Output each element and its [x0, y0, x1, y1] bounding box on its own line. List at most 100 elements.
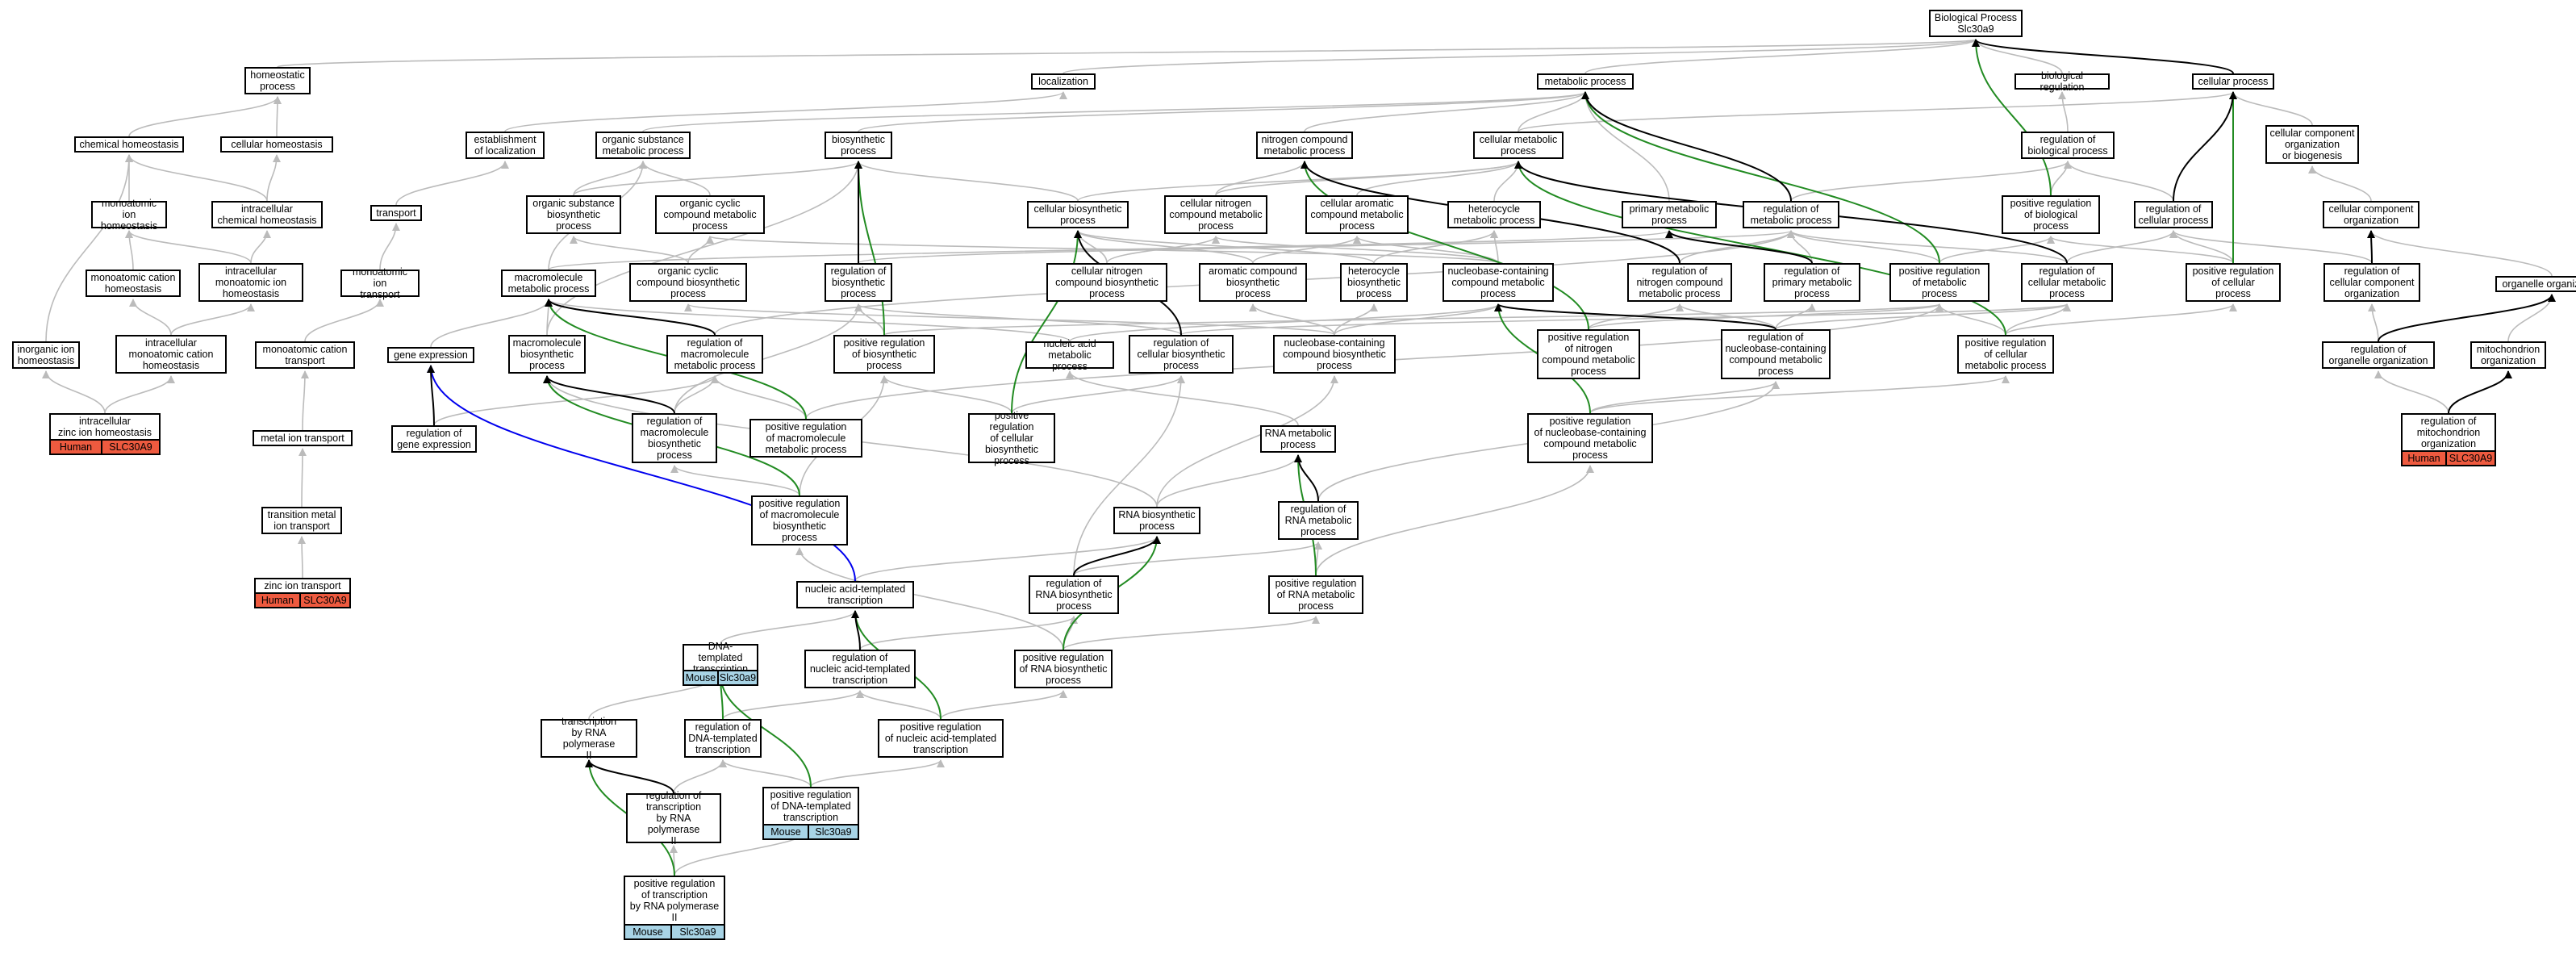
go-term-node[interactable]: intracellular zinc ion homeostasis: [49, 413, 161, 441]
go-term-node[interactable]: macromolecule metabolic process: [501, 270, 596, 297]
go-term-node[interactable]: DNA-templated transcription: [683, 641, 758, 675]
go-term-node[interactable]: regulation of cellular process: [2134, 201, 2213, 228]
go-term-node[interactable]: cellular metabolic process: [1473, 132, 1564, 159]
go-term-node[interactable]: regulation of RNA metabolic process: [1278, 501, 1359, 540]
go-term-node[interactable]: regulation of macromolecule biosynthetic…: [632, 413, 717, 463]
go-term-node[interactable]: heterocycle metabolic process: [1447, 201, 1541, 228]
go-term-node[interactable]: organic substance metabolic process: [595, 132, 691, 159]
go-term-node[interactable]: positive regulation of biological proces…: [2002, 195, 2100, 234]
go-term-node[interactable]: biological regulation: [2014, 70, 2110, 93]
go-term-node[interactable]: cellular process: [2192, 73, 2274, 90]
go-term-node[interactable]: organic cyclic compound metabolic proces…: [655, 195, 765, 234]
go-term-node[interactable]: cellular nitrogen compound biosynthetic …: [1046, 263, 1167, 302]
go-term-node[interactable]: regulation of nucleic acid-templated tra…: [804, 650, 916, 688]
go-term-node[interactable]: inorganic ion homeostasis: [12, 341, 80, 369]
go-term-node[interactable]: regulation of metabolic process: [1743, 201, 1839, 228]
go-term-node[interactable]: positive regulation of cellular biosynth…: [968, 410, 1055, 466]
go-term-node[interactable]: cellular component organization: [2323, 201, 2419, 228]
go-term-node[interactable]: organic cyclic compound biosynthetic pro…: [629, 263, 747, 302]
go-term-node[interactable]: regulation of primary metabolic process: [1764, 263, 1860, 302]
go-term-node[interactable]: cellular component organization or bioge…: [2265, 125, 2359, 164]
go-term-node[interactable]: positive regulation of nucleobase-contai…: [1527, 413, 1653, 463]
go-term-node[interactable]: transition metal ion transport: [261, 507, 342, 534]
go-term-node[interactable]: primary metabolic process: [1622, 201, 1717, 228]
go-term-node[interactable]: nitrogen compound metabolic process: [1256, 132, 1353, 159]
edge-positively-regulates: [854, 161, 885, 336]
go-term-node[interactable]: organic substance biosynthetic process: [526, 195, 621, 234]
edge-positively-regulates: [1581, 91, 1940, 264]
go-term-node[interactable]: organelle organization: [2495, 276, 2576, 292]
go-term-node[interactable]: positive regulation of nucleic acid-temp…: [878, 719, 1004, 758]
go-term-node[interactable]: heterocycle biosynthetic process: [1340, 263, 1408, 302]
go-term-node[interactable]: chemical homeostasis: [74, 136, 184, 153]
go-term-node[interactable]: macromolecule biosynthetic process: [508, 335, 586, 374]
go-term-node[interactable]: cellular nitrogen compound metabolic pro…: [1164, 195, 1267, 234]
go-term-label: nucleobase-containing compound metabolic…: [1447, 265, 1549, 299]
go-term-node[interactable]: positive regulation of cellular metaboli…: [1957, 335, 2054, 374]
go-term-node[interactable]: monoatomic ion homeostasis: [91, 198, 167, 232]
go-term-node[interactable]: biosynthetic process: [825, 132, 892, 159]
edge-is-a: [720, 610, 859, 645]
go-term-node[interactable]: mitochondrion organization: [2470, 341, 2546, 369]
edge-is-a: [1353, 236, 1499, 264]
go-term-node[interactable]: metabolic process: [1537, 73, 1634, 90]
go-term-node[interactable]: regulation of DNA-templated transcriptio…: [684, 719, 762, 758]
edge-part-of: [1294, 454, 1319, 502]
go-term-node[interactable]: positive regulation of DNA-templated tra…: [762, 787, 859, 826]
go-term-node[interactable]: regulation of nucleobase-containing comp…: [1721, 329, 1831, 379]
go-term-node[interactable]: positive regulation of RNA metabolic pro…: [1268, 575, 1363, 614]
go-term-node[interactable]: regulation of mitochondrion organization: [2401, 413, 2496, 452]
go-term-node[interactable]: intracellular chemical homeostasis: [211, 201, 323, 228]
go-term-node[interactable]: intracellular monoatomic ion homeostasis: [198, 263, 303, 302]
go-term-node[interactable]: positive regulation of transcription by …: [624, 876, 725, 926]
go-term-node[interactable]: transcription by RNA polymerase II: [541, 716, 637, 761]
go-term-node[interactable]: cellular biosynthetic process: [1027, 201, 1129, 228]
go-term-label: regulation of DNA-templated transcriptio…: [688, 721, 758, 755]
go-term-node[interactable]: positive regulation of macromolecule met…: [749, 419, 862, 458]
go-term-node[interactable]: cellular aromatic compound metabolic pro…: [1305, 195, 1409, 234]
go-term-node[interactable]: homeostatic process: [244, 67, 311, 94]
edge-is-a: [129, 299, 172, 336]
go-term-node[interactable]: RNA metabolic process: [1260, 425, 1336, 453]
edge-is-a: [795, 547, 1064, 650]
edge-positively-regulates: [716, 673, 812, 788]
go-term-node[interactable]: monoatomic cation transport: [255, 341, 355, 369]
go-term-node[interactable]: nucleobase-containing compound metabolic…: [1442, 263, 1554, 302]
go-term-label: regulation of cellular component organiz…: [2329, 265, 2415, 299]
go-term-node[interactable]: positive regulation of cellular process: [2186, 263, 2281, 302]
go-term-node[interactable]: regulation of biosynthetic process: [825, 263, 892, 302]
go-term-node[interactable]: monoatomic ion transport: [340, 266, 420, 300]
go-term-node[interactable]: regulation of gene expression: [391, 425, 477, 453]
go-term-node[interactable]: Biological Process Slc30a9: [1929, 10, 2023, 37]
go-term-node[interactable]: positive regulation of biosynthetic proc…: [833, 335, 935, 374]
go-term-node[interactable]: regulation of macromolecule metabolic pr…: [666, 335, 763, 374]
go-term-node[interactable]: gene expression: [387, 347, 474, 363]
go-term-node[interactable]: zinc ion transport: [254, 578, 351, 594]
go-term-node[interactable]: cellular homeostasis: [220, 136, 333, 153]
go-term-node[interactable]: localization: [1031, 73, 1096, 90]
go-term-node[interactable]: positive regulation of macromolecule bio…: [751, 495, 848, 545]
go-term-node[interactable]: intracellular monoatomic cation homeosta…: [115, 335, 227, 374]
go-term-node[interactable]: nucleobase-containing compound biosynthe…: [1273, 335, 1396, 374]
go-term-label: localization: [1038, 76, 1088, 87]
go-term-node[interactable]: regulation of biological process: [2021, 132, 2115, 159]
go-term-node[interactable]: RNA biosynthetic process: [1113, 507, 1200, 534]
go-term-node[interactable]: establishment of localization: [466, 132, 545, 159]
go-term-node[interactable]: regulation of nitrogen compound metaboli…: [1627, 263, 1732, 302]
go-term-node[interactable]: monoatomic cation homeostasis: [86, 270, 181, 297]
go-term-node[interactable]: regulation of transcription by RNA polym…: [626, 790, 721, 846]
go-term-node[interactable]: aromatic compound biosynthetic process: [1199, 263, 1307, 302]
go-term-node[interactable]: regulation of organelle organization: [2322, 341, 2435, 369]
go-term-node[interactable]: regulation of cellular biosynthetic proc…: [1129, 335, 1234, 374]
go-term-node[interactable]: positive regulation of RNA biosynthetic …: [1014, 650, 1113, 688]
go-term-node[interactable]: regulation of cellular component organiz…: [2323, 263, 2420, 302]
go-term-node[interactable]: nucleic acid-templated transcription: [796, 581, 914, 608]
go-term-node[interactable]: regulation of cellular metabolic process: [2021, 263, 2113, 302]
go-term-node[interactable]: positive regulation of nitrogen compound…: [1537, 329, 1640, 379]
edge-part-of: [585, 759, 674, 794]
go-term-node[interactable]: positive regulation of metabolic process: [1889, 263, 1989, 302]
go-term-node[interactable]: metal ion transport: [253, 430, 353, 446]
go-term-node[interactable]: nucleic acid metabolic process: [1025, 338, 1114, 372]
go-term-node[interactable]: transport: [370, 205, 422, 221]
go-term-node[interactable]: regulation of RNA biosynthetic process: [1029, 575, 1119, 614]
